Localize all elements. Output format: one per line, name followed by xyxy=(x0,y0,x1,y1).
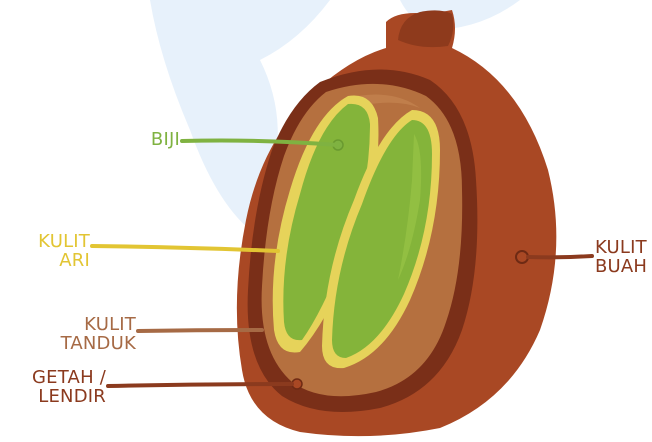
label-kulit-ari-line1: KULIT xyxy=(26,232,90,251)
label-kulit-buah: KULIT BUAH xyxy=(595,238,651,276)
leader-kulit-tanduk xyxy=(138,330,262,331)
label-biji-text: BIJI xyxy=(136,130,180,149)
label-kulit-buah-line1: KULIT xyxy=(595,238,651,257)
label-kulit-ari-line2: ARI xyxy=(26,251,90,270)
label-getah-lendir: GETAH / LENDIR xyxy=(8,368,106,406)
leader-kulit-buah xyxy=(528,256,592,257)
label-getah-lendir-line2: LENDIR xyxy=(8,387,106,406)
leader-getah-lendir xyxy=(108,384,292,386)
label-kulit-tanduk-line1: KULIT xyxy=(58,315,136,334)
coffee-cherry xyxy=(237,10,556,436)
label-kulit-ari: KULIT ARI xyxy=(26,232,90,270)
label-kulit-tanduk-line2: TANDUK xyxy=(58,334,136,353)
label-biji: BIJI xyxy=(136,130,180,149)
label-kulit-tanduk: KULIT TANDUK xyxy=(58,315,136,353)
label-getah-lendir-line1: GETAH / xyxy=(8,368,106,387)
label-kulit-buah-line2: BUAH xyxy=(595,257,651,276)
